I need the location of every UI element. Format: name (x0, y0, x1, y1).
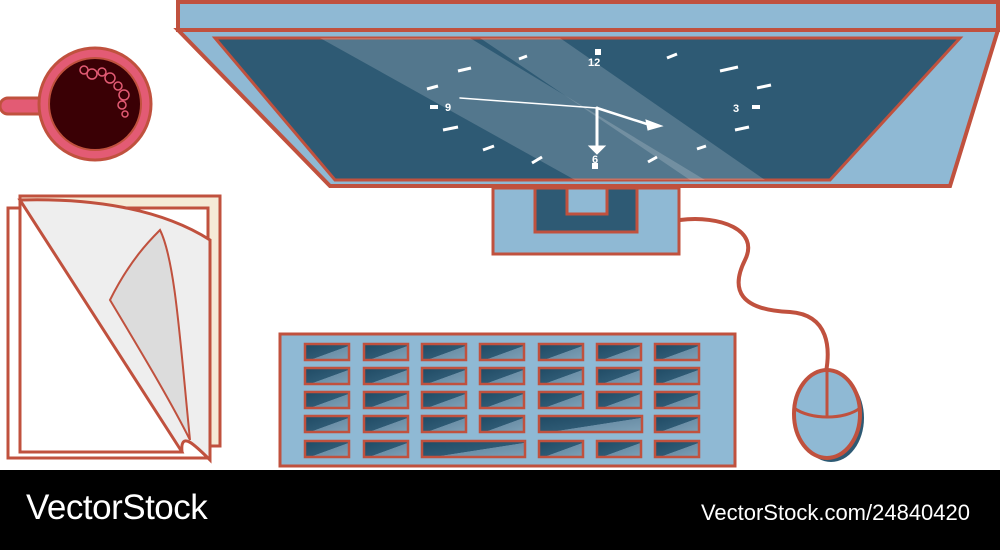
clock-numeral-6: 6 (592, 154, 598, 166)
stock-id-label: VectorStock.com/24840420 (700, 500, 970, 525)
keyboard-icon (278, 332, 737, 468)
mouse-cable (679, 217, 830, 373)
clock-numeral-12: 12 (588, 57, 600, 69)
clock-face: 12 3 6 9 (426, 49, 772, 169)
monitor-icon (173, 0, 1000, 256)
paper-stack-icon (6, 194, 222, 464)
clock-hands (459, 97, 664, 155)
brand-wordmark: VectorStock (26, 488, 208, 527)
clock-numeral-9: 9 (445, 102, 451, 114)
watermark-bar: VectorStock VectorStock.com/24840420 (0, 470, 1000, 550)
coffee-cup-icon (0, 46, 153, 162)
desk-scene: 12 3 6 9 (0, 0, 1000, 468)
mouse-icon (792, 368, 864, 462)
clock-numeral-3: 3 (733, 103, 739, 115)
